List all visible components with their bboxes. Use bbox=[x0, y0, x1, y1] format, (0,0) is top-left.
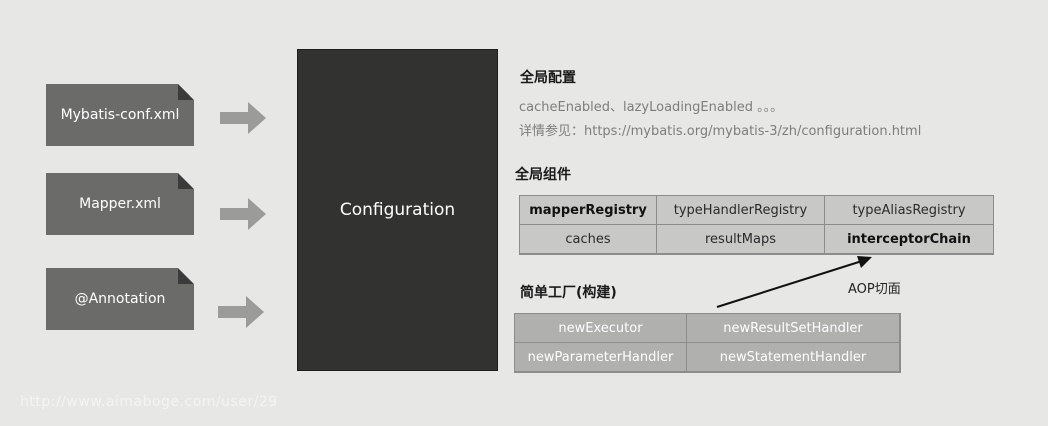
input-doc-label: @Annotation bbox=[74, 291, 166, 307]
configuration-box: Configuration bbox=[297, 49, 498, 371]
input-doc-label: Mapper.xml bbox=[79, 196, 161, 212]
right-arrow-icon bbox=[218, 296, 264, 328]
component-cell-interceptor-chain: interceptorChain bbox=[825, 225, 993, 253]
input-doc-mybatis-conf: Mybatis-conf.xml bbox=[46, 84, 194, 146]
component-cell-mapper-registry: mapperRegistry bbox=[520, 196, 656, 224]
factory-cell-new-parameter-handler: newParameterHandler bbox=[515, 343, 686, 371]
global-components-table: mapperRegistry typeHandlerRegistry typeA… bbox=[519, 195, 994, 255]
factory-title: 简单工厂(构建) bbox=[520, 285, 617, 301]
factory-table: newExecutor newResultSetHandler newParam… bbox=[514, 313, 901, 373]
watermark: http://www.aimaboge.com/user/29 bbox=[20, 394, 278, 410]
global-components-title: 全局组件 bbox=[515, 167, 571, 183]
input-doc-annotation: @Annotation bbox=[46, 268, 194, 330]
component-cell-caches: caches bbox=[520, 225, 656, 253]
factory-cell-new-result-set-handler: newResultSetHandler bbox=[687, 314, 899, 342]
component-cell-type-handler-registry: typeHandlerRegistry bbox=[657, 196, 824, 224]
global-config-line1: cacheEnabled、lazyLoadingEnabled 。。。 bbox=[519, 100, 784, 115]
component-cell-result-maps: resultMaps bbox=[657, 225, 824, 253]
global-config-line2: 详情参见：https://mybatis.org/mybatis-3/zh/co… bbox=[519, 124, 922, 139]
right-arrow-icon bbox=[220, 102, 266, 134]
aop-label: AOP切面 bbox=[848, 282, 901, 297]
configuration-label: Configuration bbox=[339, 200, 456, 220]
factory-cell-new-statement-handler: newStatementHandler bbox=[687, 343, 899, 371]
component-cell-type-alias-registry: typeAliasRegistry bbox=[825, 196, 993, 224]
input-doc-label: Mybatis-conf.xml bbox=[60, 107, 180, 123]
factory-cell-new-executor: newExecutor bbox=[515, 314, 686, 342]
right-arrow-icon bbox=[220, 198, 266, 230]
global-config-title: 全局配置 bbox=[520, 70, 576, 86]
